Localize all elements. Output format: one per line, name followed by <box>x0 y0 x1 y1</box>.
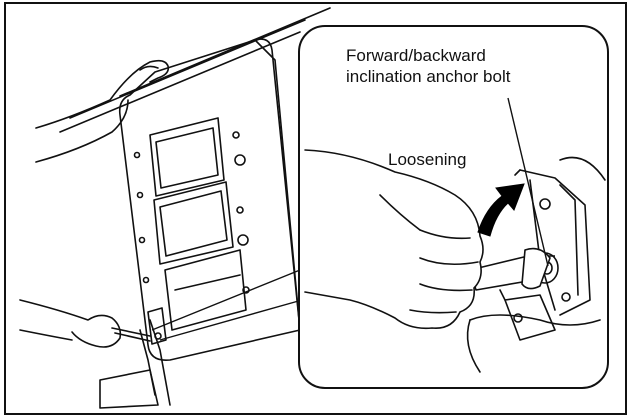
bolt-label-line1: Forward/backward <box>346 46 486 65</box>
bolt-label-line2: inclination anchor bolt <box>346 67 511 86</box>
bolt-leader-line <box>507 97 549 267</box>
lower-hand-with-wrench <box>19 299 151 348</box>
loosening-arrow <box>477 183 525 237</box>
magnifier-leaders <box>151 269 303 341</box>
front-panel <box>118 38 301 362</box>
gripping-hand <box>304 149 484 330</box>
upper-hand <box>35 59 170 163</box>
lower-window <box>153 181 234 265</box>
upper-window <box>149 117 225 197</box>
wrench <box>469 247 551 291</box>
anchor-bracket-small <box>147 307 167 345</box>
machine-body <box>59 7 331 409</box>
loosening-label: Loosening <box>388 150 467 169</box>
